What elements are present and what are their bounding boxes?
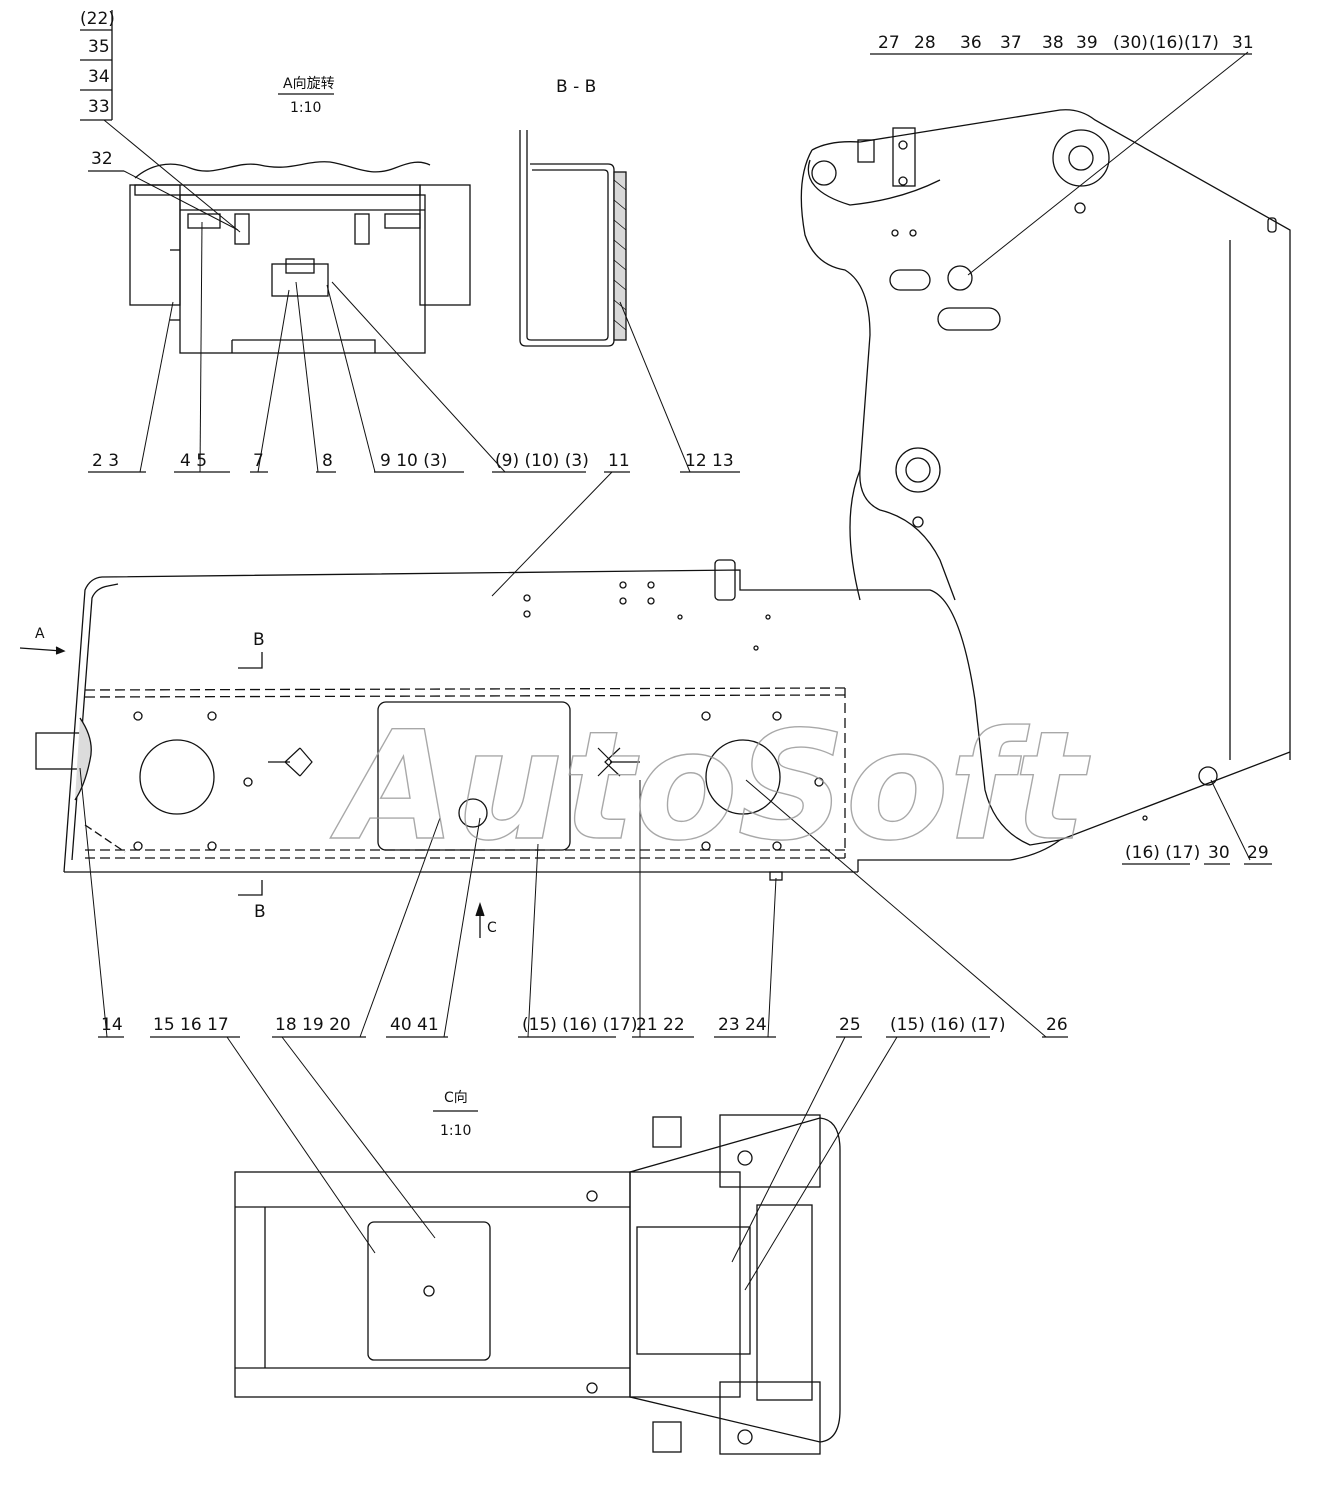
callout-9-10-3: 9 10 (3) (380, 451, 447, 471)
callout-4-5: 4 5 (180, 451, 207, 471)
callout-39: 39 (1076, 33, 1098, 53)
section-bb-title: B - B (556, 77, 596, 97)
callout-37: 37 (1000, 33, 1022, 53)
callout-p15-p16-p17-b: (15) (16) (17) (890, 1015, 1006, 1035)
callout-30: 30 (1208, 843, 1230, 863)
callout-27: 27 (878, 33, 900, 53)
callout-stack-1: (22) (80, 9, 115, 29)
callouts: (22) 35 34 33 32 2 3 4 5 7 8 9 10 (3) (9… (80, 9, 1272, 1038)
main-side-view (19, 559, 1291, 938)
callout-p16-top: (16) (1149, 33, 1184, 53)
callout-2-3: 2 3 (92, 451, 119, 471)
callout-stack-3: 34 (88, 67, 110, 87)
callout-32: 32 (91, 149, 113, 169)
view-a-title: A向旋转 (283, 76, 335, 92)
callout-26: 26 (1046, 1015, 1068, 1035)
callout-p30: (30) (1113, 33, 1148, 53)
view-c-arrow-label: C (487, 920, 497, 936)
section-mark-top: B (253, 630, 265, 650)
callout-15-16-17: 15 16 17 (153, 1015, 229, 1035)
callout-7: 7 (253, 451, 264, 471)
callout-18-19-20: 18 19 20 (275, 1015, 351, 1035)
callout-14: 14 (101, 1015, 123, 1035)
callout-8: 8 (322, 451, 333, 471)
leader-lines (79, 51, 1251, 1291)
callout-40-41: 40 41 (390, 1015, 439, 1035)
arm-view (800, 109, 1291, 821)
callout-28: 28 (914, 33, 936, 53)
view-c (234, 1114, 841, 1455)
callout-29: 29 (1247, 843, 1269, 863)
section-mark-bottom: B (254, 902, 266, 922)
view-a-scale: 1:10 (290, 100, 321, 116)
view-a (129, 161, 471, 354)
callout-31: 31 (1232, 33, 1254, 53)
view-a-arrow-label: A (35, 626, 45, 642)
callout-23-24: 23 24 (718, 1015, 767, 1035)
callout-25: 25 (839, 1015, 861, 1035)
callout-stack-4: 33 (88, 97, 110, 117)
callout-21-22: 21 22 (636, 1015, 685, 1035)
callout-p16-p17: (16) (17) (1125, 843, 1200, 863)
view-c-scale: 1:10 (440, 1123, 471, 1139)
callout-38: 38 (1042, 33, 1064, 53)
callout-12-13: 12 13 (685, 451, 734, 471)
view-c-title: C向 (444, 1090, 468, 1106)
callout-36: 36 (960, 33, 982, 53)
callout-p15-p16-p17-a: (15) (16) (17) (522, 1015, 638, 1035)
callout-11: 11 (608, 451, 630, 471)
callout-p9-p10-p3: (9) (10) (3) (495, 451, 589, 471)
callout-p17-top: (17) (1184, 33, 1219, 53)
view-titles: A向旋转 1:10 B - B C向 1:10 A C B B (35, 76, 596, 1139)
callout-stack-2: 35 (88, 37, 110, 57)
watermark-text: AutoSoft (330, 700, 1091, 874)
section-bb (519, 130, 627, 347)
